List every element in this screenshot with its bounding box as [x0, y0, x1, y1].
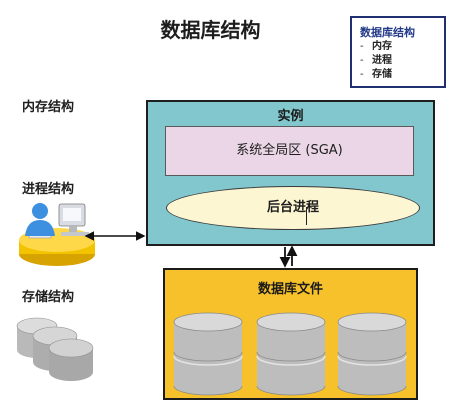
legend-item-label: 进程: [372, 55, 392, 66]
legend-item: -内存: [360, 41, 392, 52]
user-at-computer-icon: [19, 203, 95, 266]
memory-structure-label: 内存结构: [22, 100, 75, 115]
legend-item-label: 内存: [372, 41, 392, 52]
database-disk-icon: [256, 312, 326, 396]
sga-box: 系统全局区 (SGA): [165, 126, 414, 176]
page-title: 数据库结构: [160, 18, 261, 42]
legend-item-label: 存储: [372, 69, 392, 80]
legend-title: 数据库结构: [360, 26, 415, 39]
database-disk-icon: [337, 312, 407, 396]
database-disk-icon: [173, 312, 243, 396]
legend-item: -进程: [360, 55, 392, 66]
legend-list: -内存 -进程 -存储: [360, 40, 392, 82]
database-files-label: 数据库文件: [257, 282, 323, 297]
text-cursor: [306, 207, 307, 225]
database-files-box: 数据库文件: [163, 268, 418, 400]
storage-structure-label: 存储结构: [22, 290, 75, 305]
instance-label: 实例: [277, 109, 304, 124]
storage-disk-icon: [16, 317, 94, 381]
background-process-ellipse: 后台进程: [166, 186, 420, 230]
process-structure-label: 进程结构: [22, 182, 75, 197]
legend-box: 数据库结构 -内存 -进程 -存储: [350, 16, 446, 88]
legend-item: -存储: [360, 69, 392, 80]
instance-box: 实例 系统全局区 (SGA) 后台进程: [146, 100, 435, 246]
